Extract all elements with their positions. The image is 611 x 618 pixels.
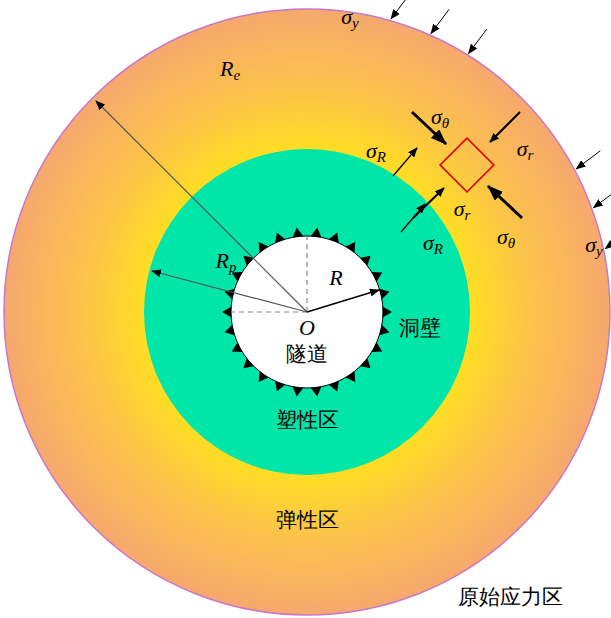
zone-label: 隧道 — [286, 340, 328, 368]
center-label: O — [299, 315, 315, 341]
wall-tooth — [311, 228, 322, 238]
stress-symbol: σy — [585, 232, 603, 260]
plastic-zone: 塑性区隧道 — [144, 149, 470, 475]
radius-label: Rp — [216, 248, 237, 276]
wall-tooth — [379, 325, 389, 335]
zone-label: 原始应力区 — [458, 583, 563, 611]
wall-tooth — [222, 307, 231, 318]
stress-symbol: σR — [366, 138, 386, 166]
stress-element — [440, 138, 494, 192]
far-field-arrow — [594, 190, 611, 208]
wall-tooth — [383, 307, 392, 318]
wall-tooth — [293, 387, 304, 397]
stress-arrow — [401, 204, 425, 232]
stress-symbol: σr — [517, 136, 534, 164]
radius-line — [96, 101, 307, 312]
stress-symbol: σθ — [497, 224, 515, 252]
wall-tooth — [232, 343, 243, 352]
wall-tooth — [293, 228, 304, 238]
far-field-arrow — [605, 231, 611, 249]
far-field-arrow — [469, 29, 487, 53]
stress-arrow — [488, 186, 522, 218]
far-field-arrow — [431, 9, 449, 33]
radius-line — [152, 271, 307, 312]
elastic-zone-fill — [4, 9, 610, 615]
wall-tooth — [346, 242, 356, 253]
wall-tooth — [372, 343, 383, 352]
wall-tooth — [275, 381, 285, 391]
wall-tooth — [329, 233, 339, 243]
wall-tooth — [329, 381, 339, 391]
wall-tooth — [259, 242, 269, 253]
stress-symbol: σy — [341, 4, 359, 32]
wall-tooth — [311, 387, 322, 397]
wall-tooth — [243, 358, 253, 368]
stress-symbol: σr — [454, 196, 471, 224]
wall-tooth — [275, 233, 285, 243]
dashed-axis — [231, 311, 307, 312]
radius-line — [307, 290, 379, 312]
stress-symbol: σR — [423, 230, 443, 258]
zone-label: 弹性区 — [276, 506, 339, 534]
wall-tooth — [224, 325, 234, 335]
radius-label: Re — [220, 56, 240, 84]
zone-label: 塑性区 — [276, 406, 339, 434]
stress-arrow — [393, 148, 417, 176]
wall-tooth — [372, 272, 383, 281]
dashed-axis — [306, 236, 307, 312]
stress-symbol: σθ — [431, 104, 449, 132]
far-field-arrows — [391, 0, 611, 249]
tunnel: 隧道 — [231, 236, 383, 388]
stress-arrow — [490, 112, 520, 142]
wall-tooth — [379, 289, 389, 299]
wall-tooth — [259, 371, 269, 382]
wall-tooth — [360, 358, 370, 368]
far-field-arrow — [391, 0, 409, 19]
radius-label: R — [329, 265, 342, 291]
elastic-zone: 弹性区塑性区隧道 — [4, 9, 610, 615]
far-field-arrow — [576, 151, 600, 169]
wall-tooth — [360, 256, 370, 266]
wall-tooth — [346, 371, 356, 382]
wall-label: 洞壁 — [399, 314, 441, 342]
stress-arrow — [413, 188, 444, 218]
